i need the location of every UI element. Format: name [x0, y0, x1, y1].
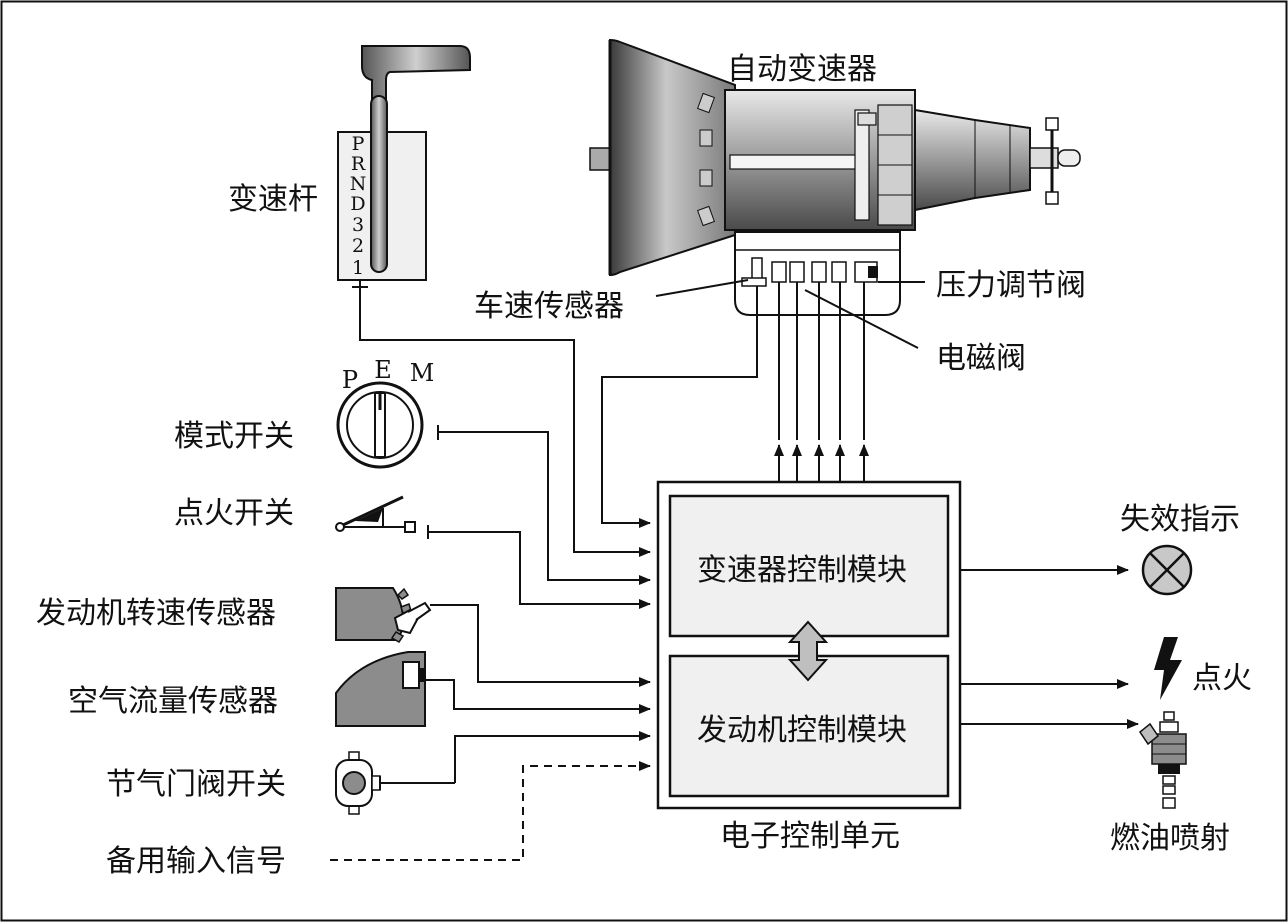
label-air-flow-sensor: 空气流量传感器: [68, 684, 278, 719]
gear-letter-6: 2: [352, 235, 364, 257]
label-fuel-injection: 燃油喷射: [1110, 821, 1230, 856]
label-solenoid-valve: 电磁阀: [936, 341, 1026, 376]
label-transmission: 自动变速器: [727, 52, 877, 87]
mode-switch-icon: [336, 381, 424, 469]
label-throttle-switch: 节气门阀开关: [106, 767, 286, 802]
throttle-switch-icon: [335, 751, 455, 815]
input-wires: [330, 286, 758, 861]
air-flow-sensor-icon: [335, 651, 426, 727]
mode-letter-p: P: [342, 366, 358, 394]
label-ignition-switch: 点火开关: [174, 496, 294, 531]
label-engine-speed-sensor: 发动机转速传感器: [36, 596, 276, 631]
label-backup-input: 备用输入信号: [106, 844, 286, 879]
label-ecm: 发动机控制模块: [697, 713, 907, 748]
label-ecu: 电子控制单元: [720, 819, 900, 854]
label-speed-sensor: 车速传感器: [474, 289, 624, 324]
label-tcm: 变速器控制模块: [697, 553, 907, 588]
label-failure-indicator: 失效指示: [1120, 502, 1240, 537]
bidirectional-arrow: [787, 620, 829, 682]
gear-letter-3: N: [350, 173, 367, 195]
shift-lever-illustration: [337, 45, 471, 292]
gear-letter-5: 3: [352, 214, 364, 236]
fuel-injector-icon: [1138, 711, 1187, 809]
label-ignition: 点火: [1192, 661, 1252, 696]
tcm-box: [668, 494, 950, 638]
gear-letter-1: P: [352, 133, 365, 155]
label-mode-switch: 模式开关: [174, 419, 294, 454]
failure-indicator-lamp-icon: [1141, 544, 1193, 596]
mode-letter-m: M: [410, 359, 435, 387]
solenoid-connections: [774, 282, 869, 482]
output-wires: [960, 565, 1139, 729]
ignition-switch-icon: [335, 495, 416, 533]
transmission-illustration: [589, 38, 1081, 316]
mode-letter-e: E: [374, 356, 392, 384]
label-pressure-valve: 压力调节阀: [936, 268, 1086, 303]
leader-lines: [655, 279, 925, 349]
gear-letter-2: R: [351, 153, 366, 175]
label-shift-lever: 变速杆: [228, 182, 318, 217]
engine-speed-sensor-icon: [335, 587, 432, 643]
ignition-spark-icon: [1154, 637, 1182, 700]
gear-letter-7: 1: [352, 257, 364, 279]
gear-letter-4: D: [350, 193, 365, 215]
